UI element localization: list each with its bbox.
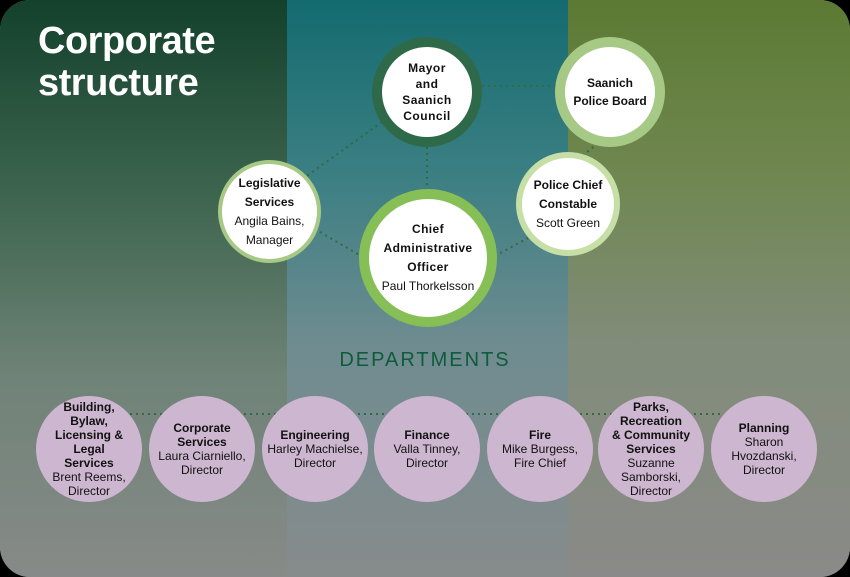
police-chief-node: Police Chief Constable Scott Green bbox=[516, 152, 620, 256]
node-title-line: Mayor bbox=[408, 61, 446, 75]
department-name-line: Bylaw, bbox=[70, 414, 108, 428]
department-detail-line: Director bbox=[293, 456, 336, 470]
node-title-line: Constable bbox=[538, 196, 597, 211]
node-title-line: Saanich bbox=[586, 76, 634, 90]
department-detail-line: Suzanne bbox=[627, 456, 675, 470]
department-name-line: Corporate bbox=[173, 421, 231, 435]
department-detail-line: Harley Machielse, bbox=[267, 442, 363, 456]
node-person: Scott Green bbox=[535, 215, 601, 230]
department-name-line: Services bbox=[177, 435, 227, 449]
police-board-node: Saanich Police Board bbox=[555, 37, 665, 147]
node-person: Paul Thorkelsson bbox=[381, 279, 475, 293]
node-title-line: Police Board bbox=[573, 94, 647, 108]
department-detail-line: Brent Reems, bbox=[52, 470, 126, 484]
node-person: Angila Bains, bbox=[234, 213, 305, 228]
department-detail-line: Director bbox=[405, 456, 448, 470]
node-title-line: Chief bbox=[412, 222, 444, 236]
node-title-line: Council bbox=[403, 109, 451, 123]
department-name-line: & Community bbox=[612, 428, 690, 442]
connector-legislative-cao bbox=[319, 231, 362, 257]
departments-heading: DEPARTMENTS bbox=[339, 349, 511, 371]
node-title-line: Administrative bbox=[383, 241, 473, 255]
department-name-line: Planning bbox=[738, 421, 790, 435]
department-name-line: Finance bbox=[404, 428, 450, 442]
department-detail-line: Valla Tinney, bbox=[393, 442, 461, 456]
department-detail-line: Director bbox=[180, 463, 223, 477]
department-detail-line: Laura Ciarniello, bbox=[158, 449, 246, 463]
department-detail-line: Hvozdanski, bbox=[731, 449, 797, 463]
node-title-line: Officer bbox=[407, 260, 449, 274]
cao-node: Chief Administrative Officer Paul Thorke… bbox=[359, 189, 497, 327]
department-detail-line: Fire Chief bbox=[513, 456, 566, 470]
department-name-line: Building, bbox=[63, 400, 115, 414]
department-name-line: Services bbox=[626, 442, 676, 456]
node-role: Manager bbox=[245, 232, 294, 247]
department-name-line: Parks, bbox=[632, 400, 670, 414]
department-name-line: Services bbox=[64, 456, 114, 470]
department-name-line: Fire bbox=[528, 428, 551, 442]
node-title-line: Services bbox=[244, 194, 295, 209]
mayor-council-node: Mayor and Saanich Council bbox=[372, 37, 482, 147]
department-detail-line: Sharon bbox=[744, 435, 784, 449]
department-detail-line: Director bbox=[629, 484, 672, 498]
department-detail-line: Director bbox=[742, 463, 785, 477]
connector-mayor-legislative bbox=[303, 121, 383, 179]
department-name-line: Licensing & Legal bbox=[54, 428, 123, 456]
node-title-line: and bbox=[415, 77, 439, 91]
department-detail-line: Director bbox=[67, 484, 110, 498]
page-title: Corporate structure bbox=[38, 20, 216, 104]
department-detail-line: Mike Burgess, bbox=[501, 442, 579, 456]
node-title-line: Police Chief bbox=[533, 177, 603, 192]
department-name-line: Recreation bbox=[619, 414, 683, 428]
node-title-line: Legislative bbox=[238, 175, 301, 190]
department-name-line: Engineering bbox=[280, 428, 350, 442]
connector-cao-police-chief bbox=[494, 237, 529, 257]
node-title-line: Saanich bbox=[402, 93, 452, 107]
department-detail-line: Samborski, bbox=[620, 470, 682, 484]
legislative-services-node: Legislative Services Angila Bains, Manag… bbox=[218, 160, 321, 263]
